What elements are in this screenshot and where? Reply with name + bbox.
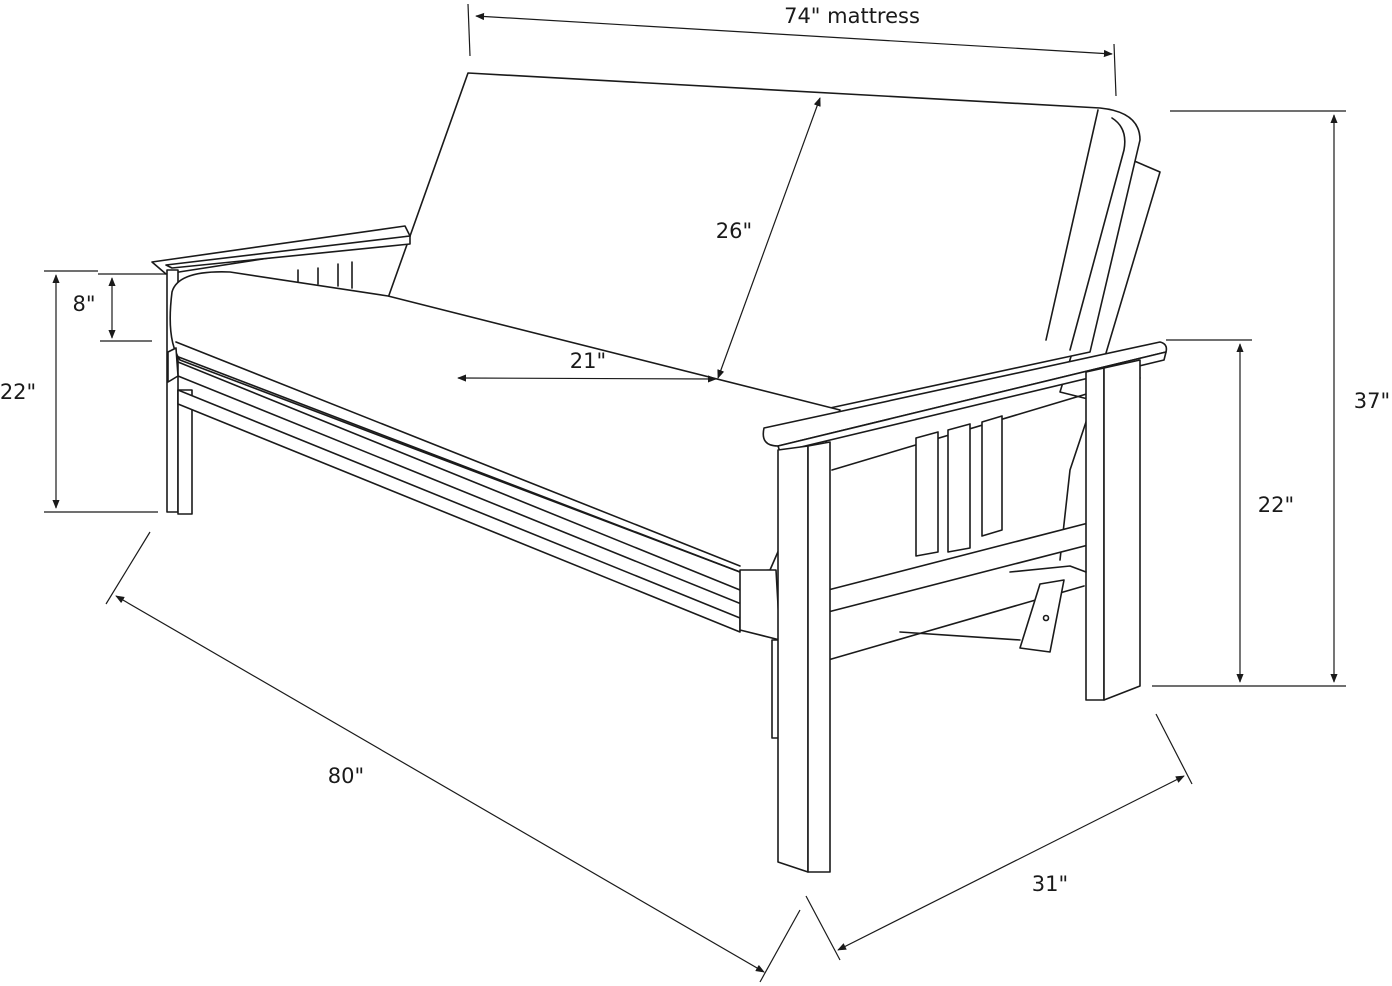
label-seat-height-left: 22" xyxy=(0,380,36,404)
right-arm xyxy=(762,341,1168,661)
dim-mattress-thickness: 8" xyxy=(72,273,166,342)
dim-back-height: 26" xyxy=(716,97,821,379)
left-arm xyxy=(151,225,411,289)
futon-drawing xyxy=(151,72,1168,873)
right-front-leg xyxy=(777,441,831,873)
label-total-height: 37" xyxy=(1354,389,1390,413)
dim-arm-height: 22" xyxy=(1152,339,1346,687)
label-total-width: 80" xyxy=(328,764,364,788)
dim-mattress-width: 74" mattress xyxy=(467,3,1117,97)
label-total-depth: 31" xyxy=(1032,872,1068,896)
label-mattress-width: 74" mattress xyxy=(784,4,920,28)
dim-seat-depth: 21" xyxy=(457,349,717,383)
dim-total-height: 37" xyxy=(1170,110,1390,683)
dim-total-width: 80" xyxy=(105,531,801,983)
right-rear-leg xyxy=(1085,359,1141,701)
label-seat-depth: 21" xyxy=(570,349,606,373)
dim-seat-height-left: 22" xyxy=(0,270,158,513)
label-mattress-thickness: 8" xyxy=(72,292,95,316)
dimension-lines: 74" mattress 26" 21" 8" 22" xyxy=(0,3,1390,983)
front-rail xyxy=(167,347,783,739)
under-frame xyxy=(899,565,1087,653)
label-arm-height: 22" xyxy=(1258,493,1294,517)
label-back-height: 26" xyxy=(716,219,752,243)
seat-mattress xyxy=(169,271,841,573)
dim-total-depth: 31" xyxy=(805,713,1193,961)
